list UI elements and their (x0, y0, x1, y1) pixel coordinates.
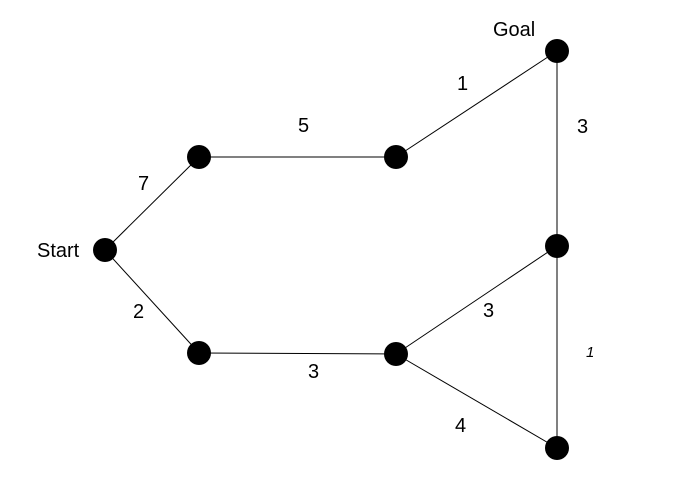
edge-weight-bottom-mid-bottom-right: 4 (455, 415, 466, 437)
node-bottom-mid (384, 342, 408, 366)
edge-start-top-left (104, 156, 200, 251)
edge-weight-start-bottom-left: 2 (133, 301, 144, 323)
edge-weight-start-top-left: 7 (138, 173, 149, 195)
node-top-mid (384, 145, 408, 169)
edge-bottom-mid-right-mid (395, 245, 558, 355)
edge-weight-goal-right-mid: 3 (577, 116, 588, 138)
node-bottom-right (545, 436, 569, 460)
node-start (93, 238, 117, 262)
edge-bottom-left-bottom-mid (198, 352, 397, 355)
node-right-mid (545, 234, 569, 258)
edge-weight-bottom-left-bottom-mid: 3 (308, 361, 319, 383)
node-top-left (187, 145, 211, 169)
edge-weight-top-mid-goal: 1 (457, 73, 468, 95)
edge-weight-bottom-mid-right-mid: 3 (483, 300, 494, 322)
edge-bottom-mid-bottom-right (395, 353, 558, 449)
edge-weight-top-left-top-mid: 5 (298, 115, 309, 137)
node-bottom-left (187, 341, 211, 365)
edge-start-bottom-left (104, 249, 200, 354)
node-goal (545, 39, 569, 63)
edge-weight-right-mid-bottom-right: 1 (586, 344, 594, 361)
edge-top-mid-goal (395, 50, 558, 158)
node-label-start: Start (37, 240, 80, 262)
node-label-goal: Goal (493, 19, 535, 41)
